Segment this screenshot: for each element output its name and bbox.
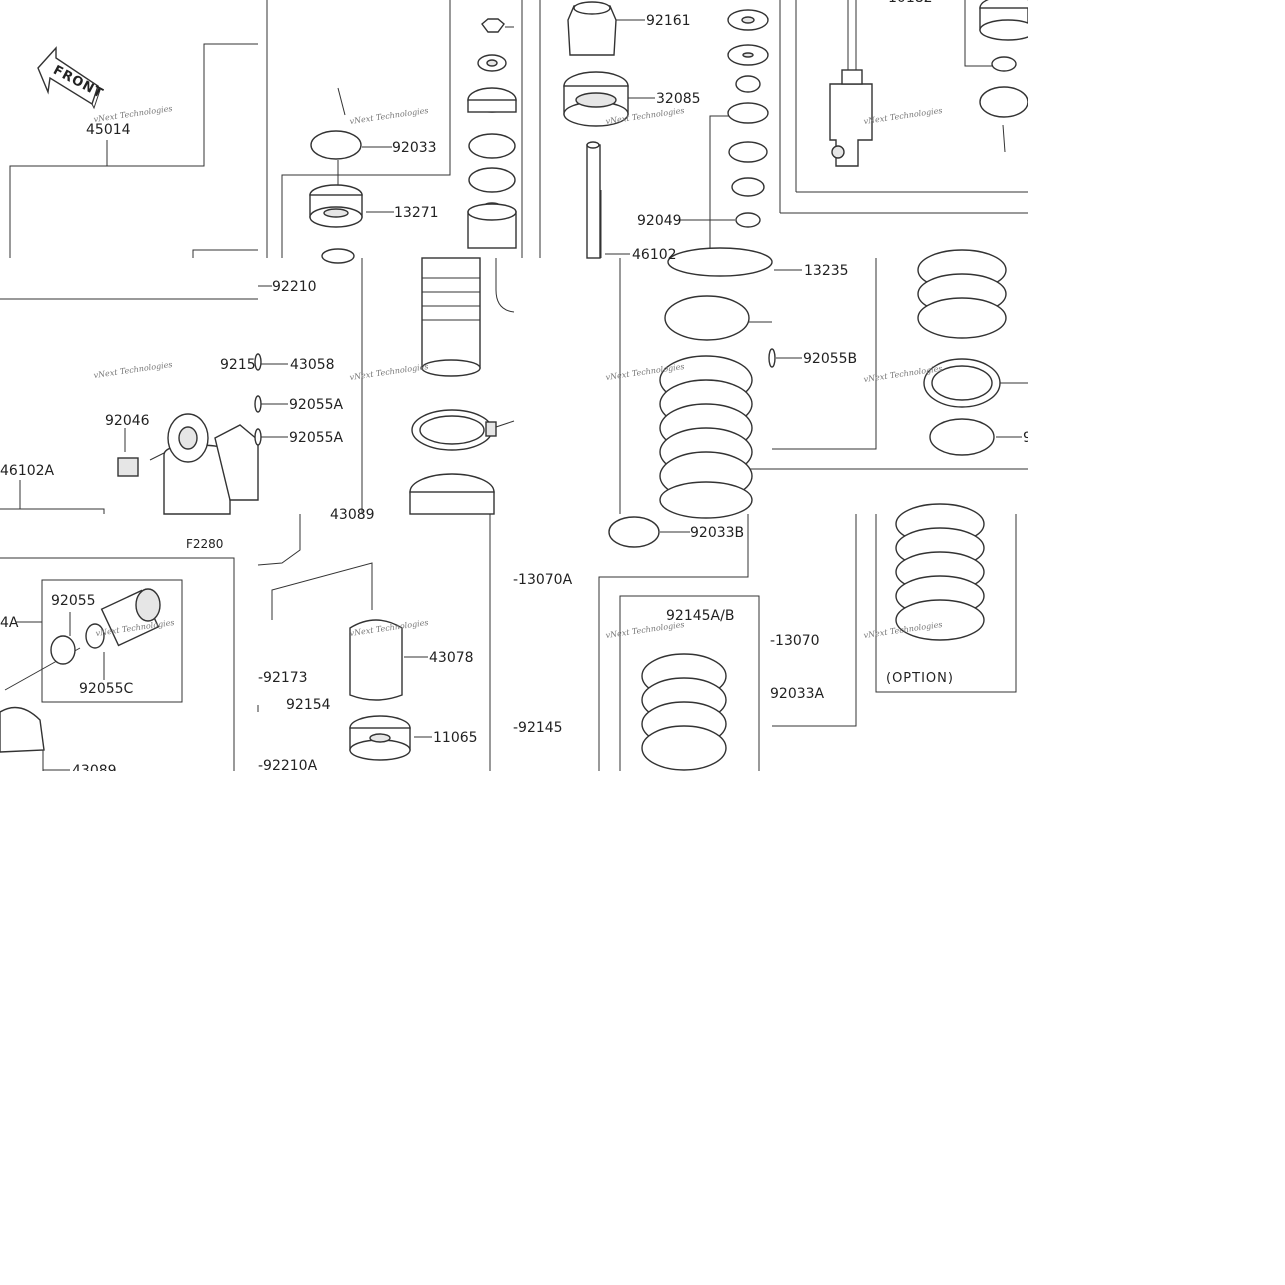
front-direction-arrow: FRONT (37, 46, 106, 110)
part-label: 9215 (220, 357, 256, 373)
watermark: vNext Technologies (349, 362, 429, 382)
part-label: 92055A (289, 430, 344, 446)
watermark: vNext Technologies (349, 106, 429, 126)
part-label: 43089 (330, 507, 375, 523)
part-drawings (0, 0, 1037, 771)
part-label: 32085 (656, 91, 701, 107)
part-label: 45014 (86, 122, 131, 138)
part-label: 43078 (429, 650, 474, 666)
watermark: vNext Technologies (863, 106, 943, 126)
watermark: vNext Technologies (93, 104, 173, 124)
part-label: 4A (0, 615, 19, 631)
part-label: 9 (1023, 430, 1032, 446)
part-label: 92055 (51, 593, 96, 609)
figure-code: F2280 (186, 537, 223, 551)
part-label: 92161 (646, 13, 691, 29)
part-label: 92210 (272, 279, 317, 295)
part-label: 92033 (392, 140, 437, 156)
part-label: 11065 (433, 730, 478, 746)
part-label: -92145 (513, 720, 563, 736)
part-label: 13271 (394, 205, 439, 221)
part-label: 92049 (637, 213, 682, 229)
leader-lines (0, 0, 1028, 777)
part-label: 92055B (803, 351, 857, 367)
watermark: vNext Technologies (93, 360, 173, 380)
part-label: 10182 (888, 0, 933, 6)
part-label: 92145A/B (666, 608, 734, 624)
part-label: 92033A (770, 686, 825, 702)
part-label: 92033B (690, 525, 744, 541)
option-label: (OPTION) (886, 671, 954, 686)
part-label: 46102 (632, 247, 677, 263)
part-label: 92055C (79, 681, 134, 697)
part-label: -13070A (513, 572, 573, 588)
part-label: -92173 (258, 670, 308, 686)
part-label: 13235 (804, 263, 849, 279)
part-label: 92154 (286, 697, 331, 713)
part-label: -92210A (258, 758, 318, 774)
part-label: 92046 (105, 413, 150, 429)
part-label: 92055A (289, 397, 344, 413)
part-label: -13070 (770, 633, 820, 649)
part-label: 43058 (290, 357, 335, 373)
part-label: 46102A (0, 463, 55, 479)
